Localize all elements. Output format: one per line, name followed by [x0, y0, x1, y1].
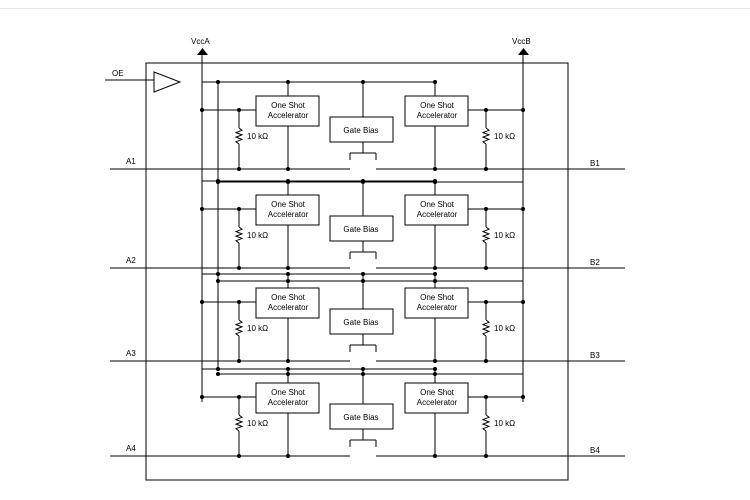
accelerator-label: Accelerator	[268, 398, 309, 407]
accelerator-label: Accelerator	[268, 303, 309, 312]
gate-bias-box	[329, 116, 394, 143]
one-shot-accelerator-left	[255, 287, 320, 319]
junction-dot	[216, 367, 220, 371]
vccb-label: VccB	[512, 37, 531, 46]
junction-dot	[216, 372, 220, 376]
one-shot-label: One Shot	[271, 293, 306, 302]
junction-dot	[216, 179, 220, 183]
right-pullup-resistor	[481, 414, 491, 432]
junction-dot	[521, 395, 525, 399]
left-pullup-resistor	[234, 319, 244, 337]
one-shot-accelerator-left	[255, 382, 320, 414]
left-resistor-label: 10 kΩ	[247, 324, 268, 333]
one-shot-accelerator-right	[404, 95, 469, 127]
oe-label: OE	[112, 69, 124, 78]
one-shot-accelerator-right	[404, 287, 469, 319]
oe-buffer-icon	[153, 71, 182, 93]
gate-bias-label: Gate Bias	[343, 225, 378, 234]
left-pullup-resistor	[234, 127, 244, 145]
right-pullup-resistor	[481, 226, 491, 244]
one-shot-accelerator-right	[404, 382, 469, 414]
right-resistor-label: 10 kΩ	[494, 231, 515, 240]
one-shot-accelerator-left	[255, 95, 320, 127]
junction-dot	[200, 300, 204, 304]
pin-label-a1: A1	[126, 157, 136, 166]
junction-dot	[521, 207, 525, 211]
gate-bias-box	[329, 215, 394, 242]
accelerator-label: Accelerator	[417, 210, 458, 219]
gate-bias-label: Gate Bias	[343, 413, 378, 422]
one-shot-label: One Shot	[420, 293, 455, 302]
pin-label-a2: A2	[126, 256, 136, 265]
one-shot-label: One Shot	[271, 200, 306, 209]
pin-label-b2: B2	[590, 258, 600, 267]
pin-label-a3: A3	[126, 349, 136, 358]
accelerator-label: Accelerator	[417, 303, 458, 312]
junction-dot	[200, 108, 204, 112]
left-resistor-label: 10 kΩ	[247, 231, 268, 240]
gate-bias-label: Gate Bias	[343, 318, 378, 327]
one-shot-label: One Shot	[271, 101, 306, 110]
junction-dot	[200, 395, 204, 399]
one-shot-accelerator-left	[255, 194, 320, 226]
one-shot-label: One Shot	[271, 388, 306, 397]
vccb-arrow-icon	[518, 48, 529, 55]
vcca-label: VccA	[191, 37, 210, 46]
junction-dot	[200, 207, 204, 211]
right-resistor-label: 10 kΩ	[494, 132, 515, 141]
accelerator-label: Accelerator	[268, 111, 309, 120]
right-resistor-label: 10 kΩ	[494, 419, 515, 428]
pin-label-b1: B1	[590, 159, 600, 168]
junction-dot	[216, 80, 220, 84]
gate-bias-box	[329, 308, 394, 335]
right-pullup-resistor	[481, 319, 491, 337]
vcca-arrow-icon	[197, 48, 208, 55]
pin-label-a4: A4	[126, 444, 136, 453]
junction-dot	[216, 272, 220, 276]
right-resistor-label: 10 kΩ	[494, 324, 515, 333]
accelerator-label: Accelerator	[417, 398, 458, 407]
junction-dot	[521, 300, 525, 304]
left-pullup-resistor	[234, 226, 244, 244]
gate-bias-label: Gate Bias	[343, 126, 378, 135]
right-pullup-resistor	[481, 127, 491, 145]
one-shot-label: One Shot	[420, 200, 455, 209]
accelerator-label: Accelerator	[417, 111, 458, 120]
one-shot-label: One Shot	[420, 388, 455, 397]
junction-dot	[216, 279, 220, 283]
left-resistor-label: 10 kΩ	[247, 419, 268, 428]
pin-label-b3: B3	[590, 351, 600, 360]
page-top-rule	[0, 8, 750, 9]
chip-outline	[145, 62, 569, 481]
left-resistor-label: 10 kΩ	[247, 132, 268, 141]
one-shot-label: One Shot	[420, 101, 455, 110]
pin-label-b4: B4	[590, 446, 600, 455]
accelerator-label: Accelerator	[268, 210, 309, 219]
junction-dot	[521, 108, 525, 112]
left-pullup-resistor	[234, 414, 244, 432]
gate-bias-box	[329, 403, 394, 430]
one-shot-accelerator-right	[404, 194, 469, 226]
